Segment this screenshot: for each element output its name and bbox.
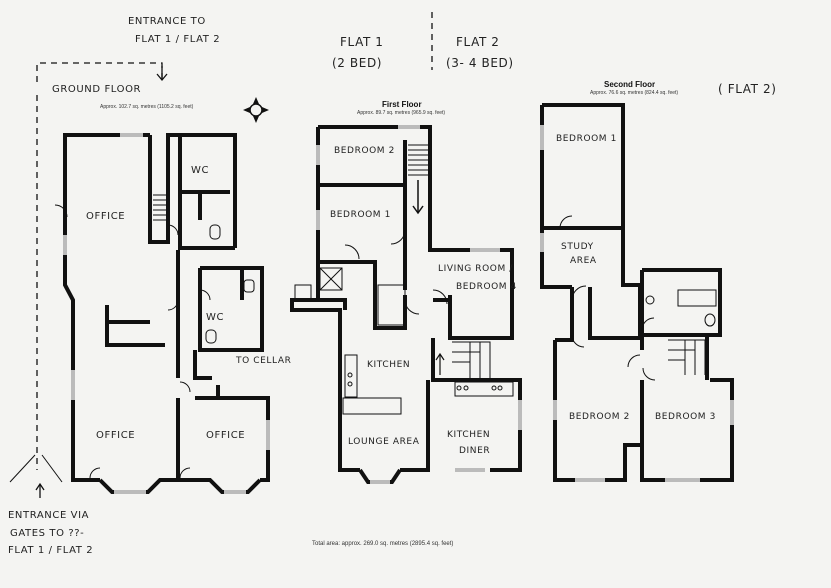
arrow-down-icon xyxy=(156,66,168,82)
room-first-living-line2: BEDROOM 4 xyxy=(456,282,517,292)
flat2-paren-label: ( FLAT 2) xyxy=(718,82,777,96)
room-first-lounge: LOUNGE AREA xyxy=(348,437,420,447)
room-ground-wc-1: WC xyxy=(191,165,210,176)
room-second-bedroom-2: BEDROOM 2 xyxy=(569,412,630,422)
flat1-label: FLAT 1 xyxy=(340,35,384,49)
room-second-study-line2: AREA xyxy=(570,256,597,266)
flat2-beds-label: (3- 4 BED) xyxy=(446,56,514,70)
first-floor-plan xyxy=(290,125,522,484)
room-first-kitchen-diner-line2: DINER xyxy=(459,446,491,456)
room-first-bedroom-2: BEDROOM 2 xyxy=(334,146,395,156)
staircase-icon xyxy=(408,144,428,176)
compass-icon xyxy=(243,97,269,123)
entrance-top-label-line2: FLAT 1 / FLAT 2 xyxy=(135,34,221,45)
entrance-bottom-label-line1: ENTRANCE VIA xyxy=(8,510,90,521)
room-first-living-line1: LIVING ROOM / xyxy=(438,264,513,274)
entrance-bottom-label-line2: GATES TO ??- xyxy=(10,528,85,539)
room-ground-office-left: OFFICE xyxy=(96,430,136,441)
room-second-bedroom-3: BEDROOM 3 xyxy=(655,412,716,422)
entrance-gates xyxy=(9,454,63,483)
flat2-label: FLAT 2 xyxy=(456,35,500,49)
entrance-dashed-path xyxy=(36,62,163,470)
room-first-kitchen-diner-line1: KITCHEN xyxy=(447,430,491,440)
second-floor-area: Approx. 76.6 sq. metres (824.4 sq. feet) xyxy=(590,90,679,96)
arrow-up-icon xyxy=(35,482,45,498)
ground-floor-area: Approx. 102.7 sq. metres (1105.2 sq. fee… xyxy=(100,104,194,110)
hob-icon xyxy=(347,372,503,391)
flat1-beds-label: (2 BED) xyxy=(332,56,383,70)
second-floor-title: Second Floor xyxy=(604,80,656,89)
ground-floor-plan xyxy=(54,133,270,494)
staircase-icon xyxy=(153,194,166,221)
total-area: Total area: approx. 269.0 sq. metres (28… xyxy=(312,541,454,547)
first-floor-area: Approx. 89.7 sq. metres (965.9 sq. feet) xyxy=(357,110,446,116)
room-first-bedroom-1: BEDROOM 1 xyxy=(330,210,391,220)
arrow-down-icon xyxy=(412,180,424,215)
room-second-bedroom-1: BEDROOM 1 xyxy=(556,134,617,144)
room-ground-office-right: OFFICE xyxy=(206,430,246,441)
staircase-icon xyxy=(452,341,491,378)
second-floor-plan xyxy=(540,103,734,482)
room-ground-office-top: OFFICE xyxy=(86,211,126,222)
arrow-up-icon xyxy=(435,352,445,375)
ground-floor-label: GROUND FLOOR xyxy=(52,84,142,95)
first-floor-title: First Floor xyxy=(382,100,422,109)
room-first-kitchen: KITCHEN xyxy=(367,360,411,370)
staircase-icon xyxy=(668,339,706,375)
entrance-bottom-label-line3: FLAT 1 / FLAT 2 xyxy=(8,545,94,556)
room-ground-wc-2: WC xyxy=(206,312,225,323)
room-ground-to-cellar: TO CELLAR xyxy=(236,356,292,366)
entrance-top-label-line1: ENTRANCE TO xyxy=(128,16,206,27)
room-second-study-line1: STUDY xyxy=(561,242,594,252)
